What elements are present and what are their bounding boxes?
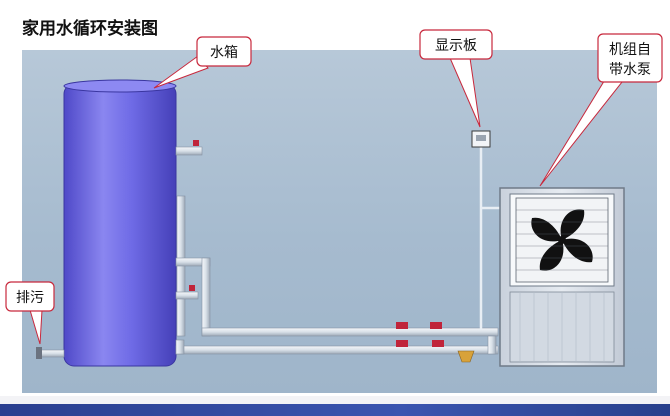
bottom-strip bbox=[0, 396, 670, 404]
valve bbox=[430, 322, 442, 329]
callout-unit-label-line2: 带水泵 bbox=[609, 62, 651, 78]
callout-tank: 水箱 bbox=[153, 36, 252, 89]
display-panel bbox=[471, 130, 491, 148]
callout-tank-label: 水箱 bbox=[210, 45, 238, 61]
grille-lines bbox=[516, 209, 608, 271]
heat-pump-unit bbox=[499, 187, 625, 367]
callout-unit: 机组自 带水泵 bbox=[539, 33, 663, 187]
callout-drain-label: 排污 bbox=[16, 290, 44, 306]
fan-icon bbox=[531, 209, 593, 271]
callout-display-label: 显示板 bbox=[435, 38, 477, 54]
tank-upper-outlet bbox=[175, 140, 203, 156]
drain-pipe bbox=[36, 347, 65, 359]
diagram-title: 家用水循环安装图 bbox=[22, 19, 158, 39]
upper-circulation-pipe bbox=[201, 322, 499, 337]
tank-connector-pipes bbox=[175, 195, 211, 337]
callout-drain: 排污 bbox=[5, 281, 55, 345]
callout-display: 显示板 bbox=[419, 29, 493, 128]
lower-circulation-pipe bbox=[175, 335, 499, 363]
valve bbox=[396, 322, 408, 329]
bottom-bar bbox=[0, 404, 670, 416]
valve bbox=[396, 340, 408, 347]
display-wire bbox=[479, 147, 500, 330]
valve bbox=[432, 340, 444, 347]
callout-unit-label-line1: 机组自 bbox=[609, 42, 651, 58]
water-tank bbox=[63, 79, 177, 367]
filter-icon bbox=[457, 350, 475, 363]
